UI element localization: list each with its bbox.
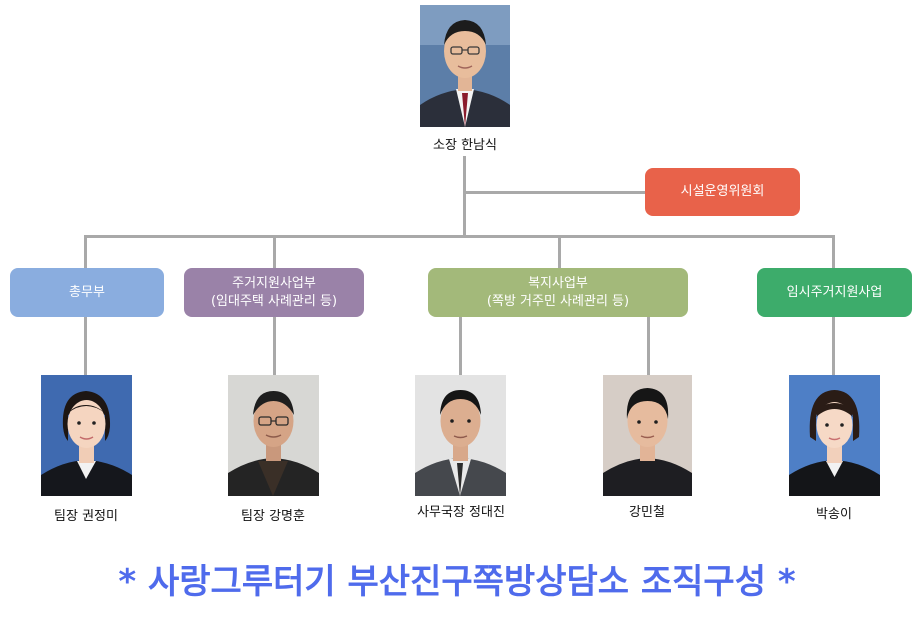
staff-photo-3 xyxy=(415,375,506,496)
staff-photo-4 xyxy=(603,375,692,496)
dept-box-temporary-housing: 임시주거지원사업 xyxy=(757,268,912,317)
dept-label: 복지사업부 xyxy=(528,275,588,293)
staff-photo-1 xyxy=(41,375,132,496)
dept-box-general-affairs: 총무부 xyxy=(10,268,164,317)
committee-label: 시설운영위원회 xyxy=(681,183,765,201)
dept-sublabel: (임대주택 사례관리 등) xyxy=(211,293,337,311)
committee-box: 시설운영위원회 xyxy=(645,168,800,216)
connector-director-down xyxy=(463,156,466,238)
dept-box-housing-support: 주거지원사업부 (임대주택 사례관리 등) xyxy=(184,268,364,317)
director-photo xyxy=(420,5,510,127)
connector-horizontal-bar xyxy=(84,235,835,238)
connector-dept4-up xyxy=(832,235,835,268)
connector-staff2 xyxy=(273,317,276,375)
dept-label: 주거지원사업부 xyxy=(232,275,316,293)
staff-caption-2: 팀장 강명훈 xyxy=(193,505,353,524)
org-chart-title: * 사랑그루터기 부산진구쪽방상담소 조직구성 * xyxy=(0,554,914,603)
dept-sublabel: (쪽방 거주민 사례관리 등) xyxy=(487,293,629,311)
connector-dept2-up xyxy=(273,235,276,268)
staff-photo-5 xyxy=(789,375,880,496)
staff-caption-1: 팀장 권정미 xyxy=(6,505,166,524)
staff-caption-3: 사무국장 정대진 xyxy=(381,501,541,520)
connector-dept3-up xyxy=(558,235,561,268)
connector-staff4 xyxy=(647,317,650,375)
dept-label: 임시주거지원사업 xyxy=(787,284,883,302)
staff-caption-4: 강민철 xyxy=(567,501,727,520)
connector-staff3 xyxy=(459,317,462,375)
connector-staff5 xyxy=(832,317,835,375)
staff-caption-5: 박송이 xyxy=(754,503,914,522)
director-caption: 소장 한남식 xyxy=(385,134,545,153)
connector-staff1 xyxy=(84,317,87,375)
connector-committee xyxy=(463,191,645,194)
dept-box-welfare: 복지사업부 (쪽방 거주민 사례관리 등) xyxy=(428,268,688,317)
connector-dept1-up xyxy=(84,235,87,268)
staff-photo-2 xyxy=(228,375,319,496)
dept-label: 총무부 xyxy=(69,284,105,302)
